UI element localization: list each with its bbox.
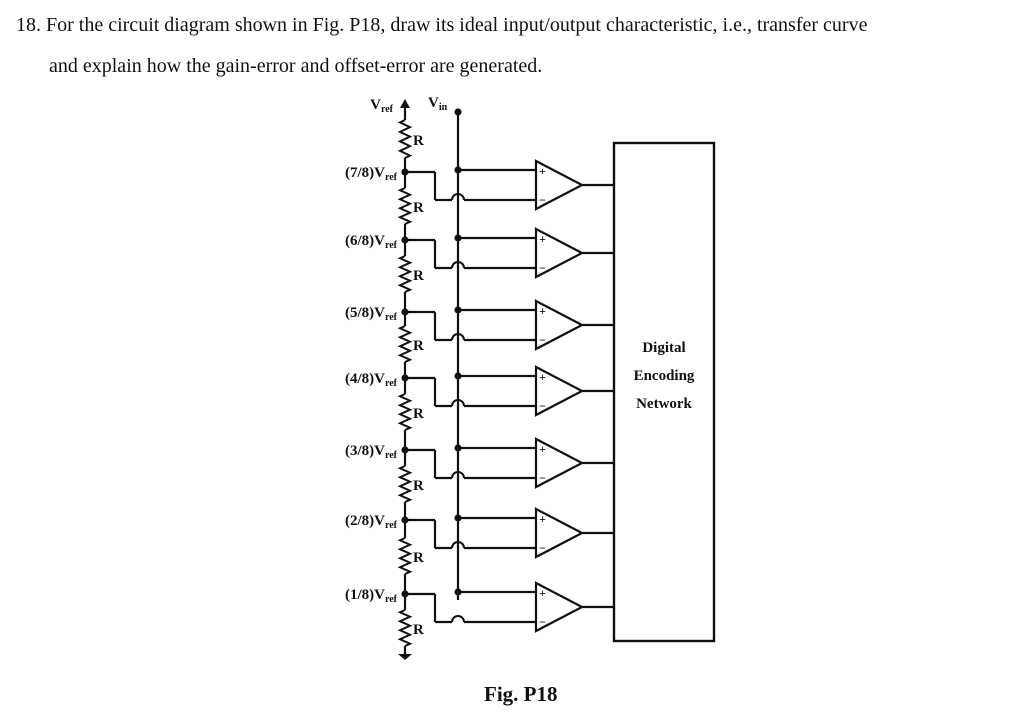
vin-node — [454, 444, 462, 452]
comparator-5 — [534, 299, 585, 351]
tap-label-1: (1/8)Vref — [345, 587, 398, 605]
encoder-label-2: Encoding — [634, 368, 695, 384]
tap-node-6 — [401, 236, 409, 244]
comparator-minus-sign: − — [539, 541, 546, 555]
resistor-8 — [397, 119, 413, 159]
comparator-plus-sign: + — [539, 304, 546, 318]
resistor-label-1: R — [413, 622, 424, 638]
resistor-7 — [397, 187, 413, 225]
comparator-plus-sign: + — [539, 586, 546, 600]
vin-node — [454, 372, 462, 380]
tap-label-5: (5/8)Vref — [345, 305, 398, 323]
tap-label-3: (3/8)Vref — [345, 443, 398, 461]
resistor-6 — [397, 255, 413, 293]
resistor-2 — [397, 537, 413, 575]
comparator-plus-sign: + — [539, 232, 546, 246]
tap-node-7 — [401, 168, 409, 176]
comparator-plus-sign: + — [539, 512, 546, 526]
tap-label-2: (2/8)Vref — [345, 513, 398, 531]
tap-label-7: (7/8)Vref — [345, 165, 398, 183]
resistor-label-3: R — [413, 478, 424, 494]
comparator-minus-sign: − — [539, 261, 546, 275]
vin-node — [454, 234, 462, 242]
resistor-3 — [397, 465, 413, 503]
vin-node — [454, 588, 462, 596]
digital-encoding-block — [612, 141, 716, 643]
comparator-minus-sign: − — [539, 471, 546, 485]
comparator-minus-sign: − — [539, 193, 546, 207]
comparator-4 — [534, 365, 585, 417]
question-line-2: and explain how the gain-error and offse… — [49, 55, 543, 77]
resistor-1 — [397, 609, 413, 647]
tap-label-4: (4/8)Vref — [345, 371, 398, 389]
vin-node — [454, 306, 462, 314]
vref-label: Vref — [370, 97, 394, 115]
resistor-label-8: R — [413, 133, 424, 149]
wire-crossover — [451, 333, 465, 341]
ground-symbol — [398, 654, 412, 660]
resistor-label-4: R — [413, 406, 424, 422]
wire-crossover — [451, 399, 465, 407]
comparator-1 — [534, 581, 585, 633]
comparator-minus-sign: − — [539, 399, 546, 413]
comparator-6 — [534, 227, 585, 279]
wire-crossover — [451, 615, 465, 623]
wire-crossover — [451, 471, 465, 479]
tap-node-1 — [401, 590, 409, 598]
encoder-label-3: Network — [636, 396, 692, 412]
resistor-label-6: R — [413, 268, 424, 284]
tap-label-6: (6/8)Vref — [345, 233, 398, 251]
comparator-plus-sign: + — [539, 442, 546, 456]
vin-node — [454, 514, 462, 522]
wire-crossover — [451, 193, 465, 201]
vin-node — [454, 166, 462, 174]
comparator-plus-sign: + — [539, 164, 546, 178]
resistor-label-5: R — [413, 338, 424, 354]
tap-node-4 — [401, 374, 409, 382]
resistor-label-2: R — [413, 550, 424, 566]
comparator-3 — [534, 437, 585, 489]
vref-arrow — [400, 99, 410, 108]
comparator-minus-sign: − — [539, 333, 546, 347]
encoder-label-1: Digital — [642, 340, 685, 356]
resistor-label-7: R — [413, 200, 424, 216]
wire-crossover — [451, 261, 465, 269]
figure-caption: Fig. P18 — [484, 682, 558, 706]
wire-crossover — [451, 541, 465, 549]
comparator-2 — [534, 507, 585, 559]
vin-terminal — [454, 108, 462, 116]
resistor-5 — [397, 325, 413, 363]
tap-node-5 — [401, 308, 409, 316]
resistor-4 — [397, 393, 413, 431]
comparator-minus-sign: − — [539, 615, 546, 629]
tap-node-2 — [401, 516, 409, 524]
question-line-1: 18. For the circuit diagram shown in Fig… — [16, 14, 868, 36]
vin-label: Vin — [428, 95, 448, 113]
comparator-plus-sign: + — [539, 370, 546, 384]
tap-node-3 — [401, 446, 409, 454]
comparator-7 — [534, 159, 585, 211]
